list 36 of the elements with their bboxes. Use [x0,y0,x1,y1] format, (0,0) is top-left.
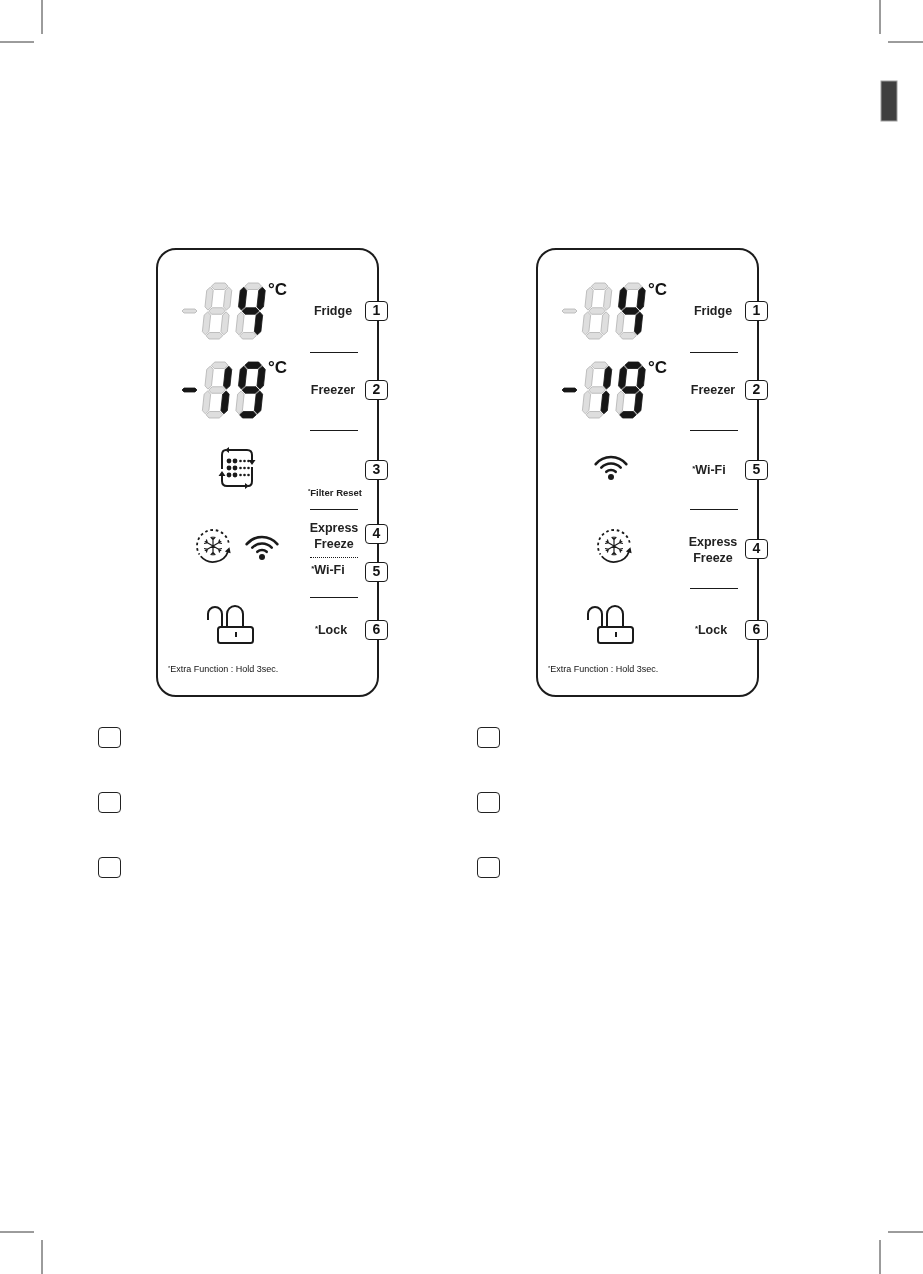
function-label: Express Freeze [687,534,739,566]
function-label: Fridge [312,303,354,319]
unit-label: °C [268,281,288,299]
blank-box [477,727,500,748]
control-panel [536,248,759,697]
function-label: $^{*}$Wi-Fi [310,562,346,578]
callout-number: 6 [745,620,768,640]
function-label: $^{*}$Lock [693,622,729,638]
function-label: Express Freeze [308,520,360,552]
blank-box [98,857,121,878]
function-label: $^{*}$Wi-Fi [691,462,727,478]
callout-number: 6 [365,620,388,640]
control-panel [156,248,379,697]
function-label: Freezer [309,382,357,398]
function-label: $^{*}$Lock [313,622,349,638]
callout-number: 4 [745,539,768,559]
unit-label: °C [648,281,668,299]
callout-number: 5 [365,562,388,582]
callout-number: 1 [365,301,388,321]
blank-box [98,727,121,748]
callout-number: 1 [745,301,768,321]
blank-box [98,792,121,813]
callout-number: 4 [365,524,388,544]
unit-label: °C [648,359,668,377]
unit-label: °C [268,359,288,377]
function-label: $^{*}$Filter Reset [306,486,363,499]
footnote: $^{*}$Extra Function : Hold 3sec. [548,663,659,675]
callout-number: 3 [365,460,388,480]
blank-box [477,857,500,878]
callout-number: 5 [745,460,768,480]
footnote: $^{*}$Extra Function : Hold 3sec. [168,663,279,675]
function-label: Freezer [689,382,737,398]
blank-box [477,792,500,813]
callout-number: 2 [365,380,388,400]
function-label: Fridge [692,303,734,319]
callout-number: 2 [745,380,768,400]
